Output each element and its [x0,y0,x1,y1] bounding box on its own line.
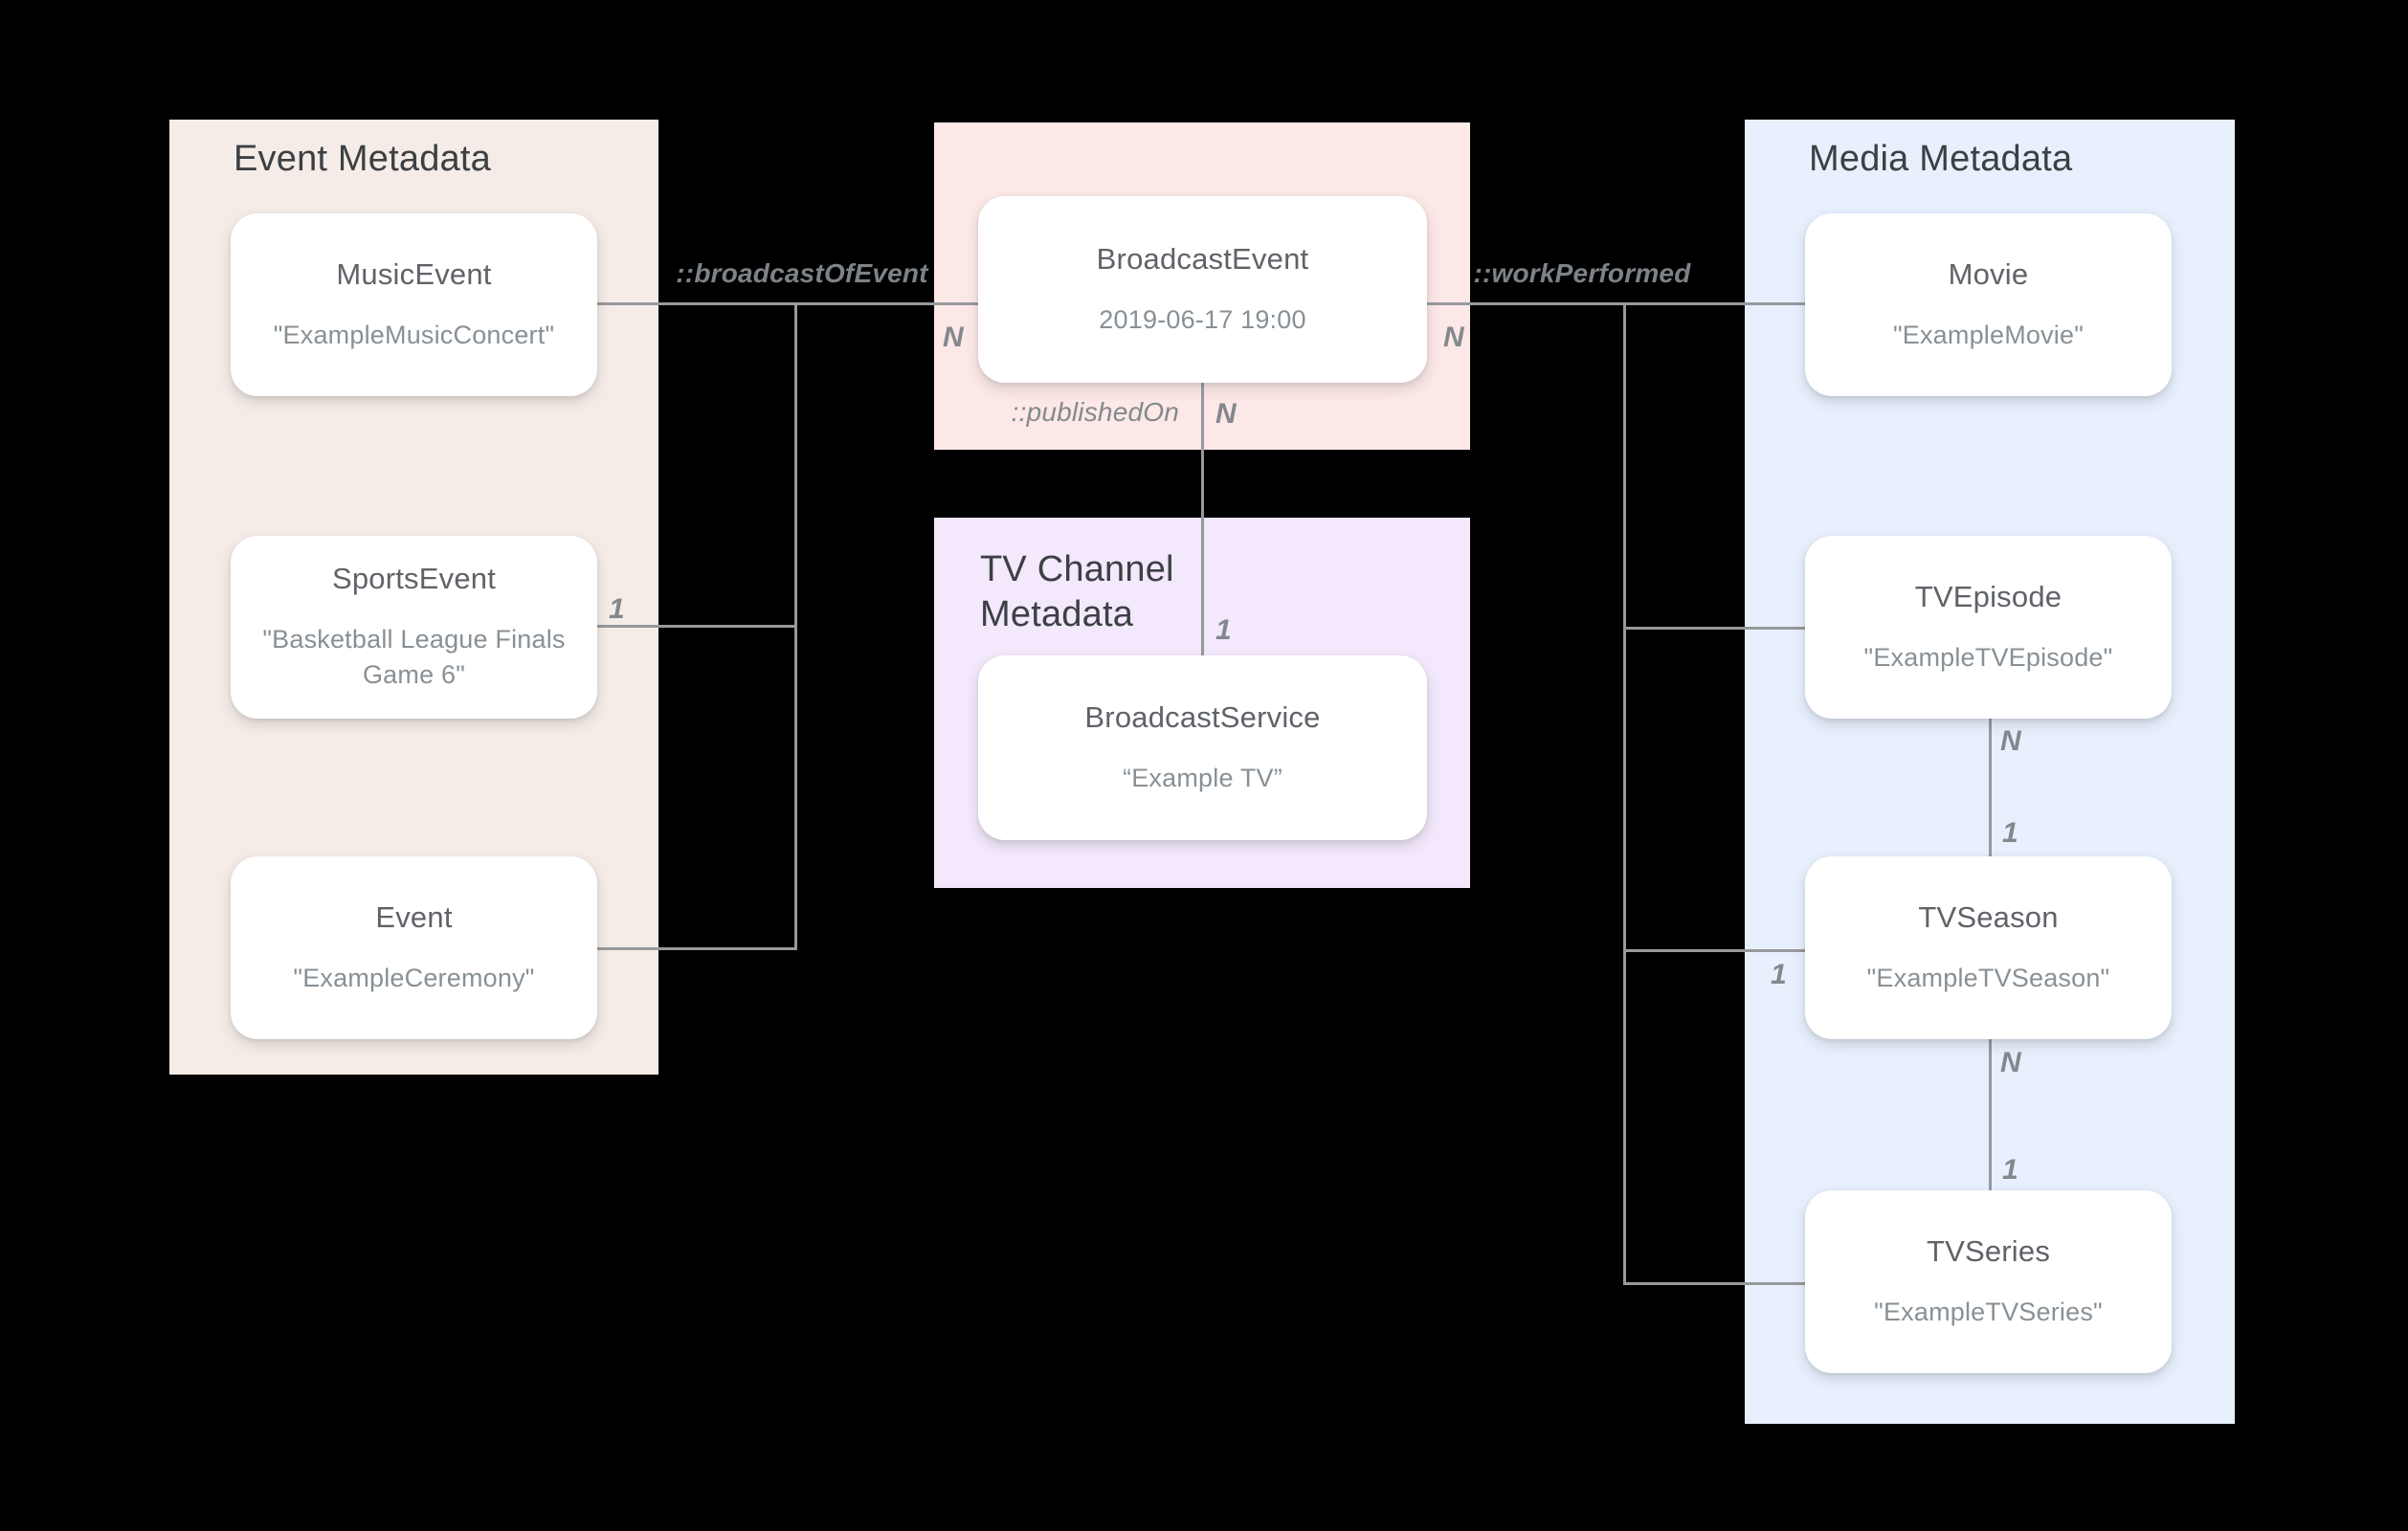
node-title: TVSeason [1918,899,2059,934]
edge-musicevent-broadcastevent [597,302,978,305]
node-tv-season: TVSeason "ExampleTVSeason" [1805,856,2172,1039]
media-metadata-title: Media Metadata [1809,139,2073,179]
relation-label-broadcast-of-event: ::broadcastOfEvent [676,258,928,288]
cardinality-episode-season-1: 1 [2002,817,2018,849]
edge-bus-tvepisode [1623,627,1805,630]
relation-label-published-on: ::publishedOn [1011,397,1179,427]
event-metadata-title: Event Metadata [234,139,491,179]
node-movie: Movie "ExampleMovie" [1805,213,2172,396]
node-music-event: MusicEvent "ExampleMusicConcert" [231,213,597,396]
edge-bus-tvseries [1623,1282,1805,1285]
edge-sportsevent-bus [597,625,796,628]
node-event: Event "ExampleCeremony" [231,856,597,1039]
node-value: “Example TV” [1123,763,1282,792]
cardinality-sportsevent-1: 1 [609,593,625,625]
edge-right-bus [1623,302,1626,1284]
cardinality-broadcastevent-left: N [943,322,964,353]
node-value: "ExampleTVSeason" [1866,963,2110,992]
node-title: TVSeries [1926,1233,2051,1268]
node-title: SportsEvent [331,562,497,595]
relation-label-work-performed: ::workPerformed [1473,258,1691,288]
node-sports-event: SportsEvent "Basketball League Finals Ga… [231,536,597,719]
cardinality-season-series-1: 1 [2002,1154,2018,1186]
cardinality-publishedon-n: N [1215,398,1237,430]
node-tv-episode: TVEpisode "ExampleTVEpisode" [1805,536,2172,719]
edge-tvseason-tvseries [1989,1038,1992,1190]
node-title: BroadcastService [1084,699,1321,734]
node-value: "Basketball League Finals Game 6" [262,625,566,689]
node-value: "ExampleMovie" [1892,320,2085,349]
tv-channel-metadata-title: TV Channel Metadata [980,549,1174,634]
node-tv-series: TVSeries "ExampleTVSeries" [1805,1190,2172,1373]
node-title: TVEpisode [1914,579,2062,613]
cardinality-season-series-n: N [2000,1047,2021,1078]
node-value: "ExampleTVSeries" [1874,1297,2103,1326]
node-value: "ExampleCeremony" [293,963,535,992]
node-value: 2019-06-17 19:00 [1099,304,1306,334]
edge-broadcastevent-broadcastservice [1201,383,1204,655]
cardinality-tvseason-left-1: 1 [1771,959,1787,990]
node-title: MusicEvent [336,256,492,291]
cardinality-episode-season-n: N [2000,725,2021,757]
cardinality-publishedon-1: 1 [1215,614,1232,646]
cardinality-broadcastevent-right: N [1443,322,1464,353]
edge-broadcastevent-movie [1427,302,1805,305]
edge-tvepisode-tvseason [1989,719,1992,856]
node-title: Movie [1948,256,2029,291]
edge-bus-tvseason [1623,949,1805,952]
node-broadcast-service: BroadcastService “Example TV” [978,655,1427,840]
edge-event-bus [597,947,796,950]
node-title: Event [375,899,453,934]
node-title: BroadcastEvent [1096,241,1309,276]
node-value: "ExampleMusicConcert" [273,320,555,349]
node-broadcast-event: BroadcastEvent 2019-06-17 19:00 [978,196,1427,383]
node-value: "ExampleTVEpisode" [1863,642,2113,672]
